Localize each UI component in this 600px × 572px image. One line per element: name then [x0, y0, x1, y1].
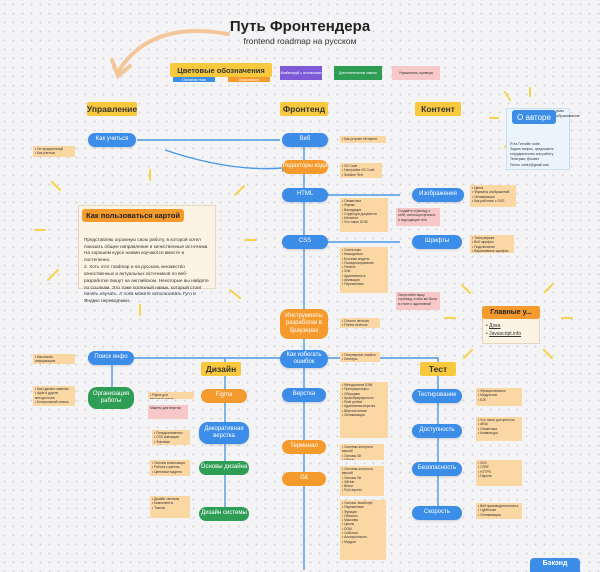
- legend-primary: Основная тема: [173, 77, 215, 82]
- note-git-a: • Системы контроля версий • Основы Git •…: [340, 444, 384, 460]
- note-decor: • Псевдоэлементы • CSS анимации • Фоновы…: [152, 430, 190, 445]
- main-topic-item[interactable]: • Javascript.info: [486, 331, 522, 337]
- node-avoid-errors[interactable]: Как избегать ошибок: [280, 350, 328, 368]
- note-dsys: • Дизайн системы • Компоненты • Токены: [150, 496, 190, 518]
- node-css[interactable]: CSS: [282, 235, 328, 249]
- note-js: • Основы JavaScript • Переменные • Функц…: [340, 500, 386, 560]
- note-mgmt: • Не прокрастинуй • Как учиться эффектив…: [33, 146, 75, 157]
- legend-combine: Комбинируй с остальными: [280, 66, 322, 80]
- node-speed[interactable]: Скорость: [412, 506, 462, 520]
- node-learn[interactable]: Как учиться: [88, 133, 136, 147]
- note-security: • XSS • CSRF • HTTPS • Пароли: [476, 460, 522, 486]
- page-title: Путь Фронтендера: [229, 18, 371, 35]
- note-images: • Цвета • Форматы изображений • Оптимиза…: [470, 185, 516, 207]
- node-html[interactable]: HTML: [282, 188, 328, 202]
- main-topic-item[interactable]: • Дока: [486, 323, 501, 329]
- main-topics-list: • Дока • Javascript.info: [486, 322, 538, 338]
- note-testing: • Функциональное • Модульное • E2E: [476, 388, 522, 406]
- header-content: Контент: [415, 102, 461, 116]
- node-devtools[interactable]: Инструменты разработки в браузерах: [280, 309, 328, 339]
- node-figma[interactable]: Figma: [201, 389, 247, 403]
- legend-title: Цветовые обозначения: [170, 63, 272, 77]
- node-design-systems[interactable]: Дизайн системы: [199, 507, 249, 521]
- how-to-use-body: Представляю огромную свою работу, в кото…: [84, 236, 209, 304]
- header-test: Тест: [420, 362, 456, 376]
- note-design: • Основы композиции • Работа с цветом • …: [150, 460, 190, 476]
- note-web: • Как устроен Интернет: [340, 136, 386, 143]
- main-topics-title: Главные у...: [482, 306, 540, 319]
- note-fonts: • Типографика • Веб шрифты • Подключение…: [470, 235, 514, 253]
- node-editors[interactable]: Редакторы кода: [282, 160, 328, 174]
- node-organize-work[interactable]: Организация работы: [88, 387, 134, 409]
- note-html: • Семантика • Формы • Валидация • Структ…: [340, 198, 388, 232]
- about-title: О авторе: [512, 110, 556, 124]
- note-figma-exercise: Макеты для верстки: [148, 405, 188, 419]
- note-css-exercise: Сверстайте вашу страницу, чтобы вы были …: [396, 292, 440, 310]
- about-side-text: рмы образование: [556, 108, 580, 119]
- header-design: Дизайн: [201, 362, 241, 376]
- note-access: • Что такое доступность • ARIA • Семанти…: [476, 417, 522, 441]
- page-subtitle: frontend roadmap на русском: [243, 36, 357, 46]
- node-terminal[interactable]: Терминал: [282, 440, 326, 454]
- header-management: Управление: [86, 102, 138, 116]
- node-images[interactable]: Изображения: [412, 188, 464, 202]
- legend-warning: Упражнения, примеры: [392, 66, 440, 80]
- node-testing[interactable]: Тестирование: [412, 389, 462, 403]
- legend-extra: Дополнительные знания: [334, 66, 382, 80]
- note-devtools: • Chrome devtools • Firefox devtools: [340, 318, 380, 328]
- header-frontend: Фронтенд: [280, 102, 328, 116]
- note-avoid: • Популярные ошибки • Линтеры: [340, 352, 380, 362]
- legend-optional: Опционально: [228, 77, 270, 82]
- note-speed: • Веб производительность • Lighthouse • …: [476, 503, 522, 519]
- node-layout[interactable]: Верстка: [282, 388, 326, 402]
- node-fonts[interactable]: Шрифты: [412, 235, 462, 249]
- node-git[interactable]: Git: [282, 472, 326, 486]
- node-search-info[interactable]: Поиск инфо: [88, 351, 134, 365]
- note-search: • Как искать информацию • Stack overflow: [33, 354, 75, 364]
- note-css: • Селекторы • Каскадность • Блочная моде…: [340, 247, 388, 293]
- note-figma: • Figma для верстальщиков: [148, 392, 194, 399]
- node-accessibility[interactable]: Доступность: [412, 424, 462, 438]
- about-text: Я на Гитхабе: sobir Задать вопрос, предл…: [510, 142, 554, 167]
- note-editors: • VS Code • Настройка VS Code • Sublime …: [340, 163, 382, 178]
- node-web[interactable]: Веб: [282, 133, 328, 147]
- note-git: • Системы контроля версий • Основы Git •…: [340, 466, 384, 496]
- how-to-use-title: Как пользоваться картой: [82, 209, 184, 222]
- node-design-basics[interactable]: Основы дизайна: [199, 461, 249, 475]
- note-html-exercise: Создайте страницу о себе, используя флек…: [396, 208, 440, 226]
- note-layout: • Методологии БЭМ • Препроцессоры • Сбор…: [340, 382, 388, 438]
- note-organize: • Как сделать заметки • Agile и другие м…: [33, 386, 75, 406]
- node-decorative[interactable]: Декоративная верстка: [199, 422, 249, 444]
- node-backend[interactable]: Бэкэнд: [530, 558, 580, 572]
- node-security[interactable]: Безопасность: [412, 462, 462, 476]
